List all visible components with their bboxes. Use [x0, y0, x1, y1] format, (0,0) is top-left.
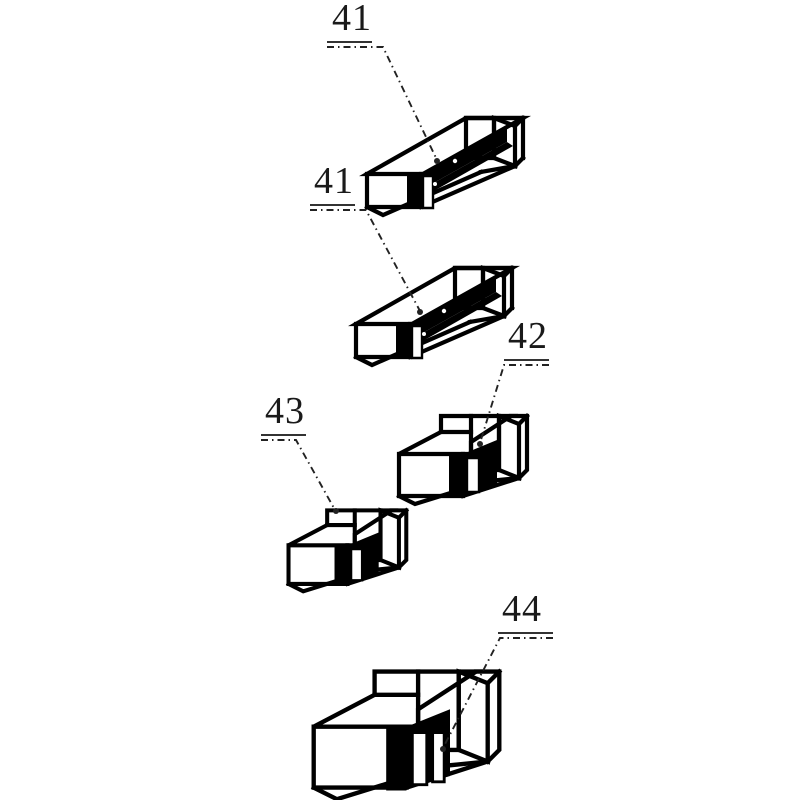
bin44-divider-slot-2: [431, 731, 446, 784]
bin42-right-outer: [508, 413, 530, 481]
part-bin-43: [285, 507, 410, 594]
bin-front-wall-shading-lower: [410, 292, 502, 346]
bin43-divider-block: [334, 545, 348, 586]
part-bin-44: [310, 668, 503, 800]
bin42-divider-slot: [465, 456, 481, 494]
callout-44: 44: [440, 588, 553, 752]
callout-41-top: 41: [327, 0, 440, 164]
bin44-divider-block: [386, 726, 407, 791]
leader-tip-dot: [434, 158, 440, 164]
bin-divider-slot: [410, 324, 424, 360]
reference-numeral: 41: [332, 0, 372, 39]
bin-front-wall-shading-lower: [421, 142, 513, 196]
leader-line: [327, 46, 438, 161]
bin-divider-block: [407, 174, 421, 209]
bin-front-wall-shading: [410, 276, 496, 340]
part-bin-41-upper: [359, 114, 532, 218]
bin43-divider-slot: [349, 547, 364, 582]
bin-interior-mark-a: [452, 158, 458, 164]
leader-tip-dot: [417, 309, 423, 315]
bin43-right-outer: [389, 508, 409, 571]
bin-interior-mark-b: [422, 332, 426, 336]
callout-42: 42: [477, 315, 549, 447]
bin44-bottom-lower-2: [441, 759, 491, 769]
bin-bottom-lower-edge-2: [467, 313, 507, 325]
bin-bottom-lower-edge-2: [478, 163, 518, 175]
leader-tip-dot: [477, 441, 483, 447]
part-bin-42: [396, 412, 530, 507]
reference-numeral: 42: [508, 315, 548, 357]
leader-line: [310, 209, 421, 312]
reference-numeral: 44: [502, 588, 542, 630]
bin44-divider-slot: [410, 731, 429, 787]
callout-43: 43: [261, 390, 339, 514]
bin-bottom-lower-edge: [364, 169, 484, 218]
leader-line: [442, 637, 553, 749]
leader-tip-dot: [333, 508, 339, 514]
leader-line: [479, 364, 549, 444]
bin44-right-outer: [473, 669, 502, 765]
bin-bottom-front-edge: [418, 163, 518, 210]
bin42-divider-block: [449, 454, 463, 498]
reference-numeral: 41: [314, 160, 354, 202]
bin-interior-mark-b: [433, 182, 437, 186]
leader-line: [261, 439, 336, 511]
bin-interior-mark-a: [441, 308, 447, 314]
part-bin-41-lower: [348, 264, 521, 368]
leader-tip-dot: [440, 746, 446, 752]
bin-divider-slot: [421, 174, 435, 210]
callout-41-middle: 41: [310, 160, 423, 315]
bin-bottom-front-edge: [407, 313, 507, 360]
bin-front-wall-shading: [421, 126, 507, 190]
bin-divider-block: [396, 324, 410, 359]
bin-bottom-lower-edge: [353, 319, 473, 368]
reference-numeral: 43: [265, 390, 305, 432]
